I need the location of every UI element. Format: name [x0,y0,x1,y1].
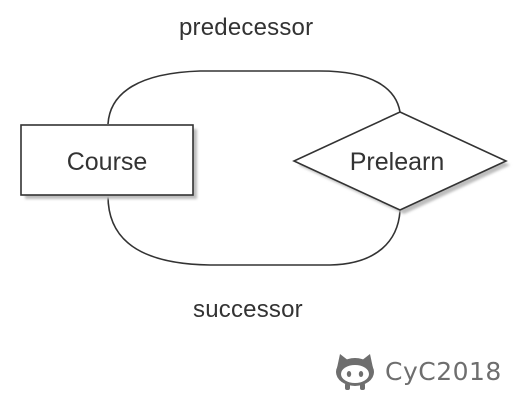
predecessor-edge [107,70,401,125]
watermark-text: CyC2018 [385,356,502,386]
course-entity [20,124,194,196]
prelearn-relationship [292,111,508,211]
prelearn-relationship-label: Prelearn [350,148,445,176]
octocat-icon [336,354,374,390]
predecessor-label: predecessor [179,14,314,41]
watermark: CyC2018 [333,351,502,391]
course-entity-label: Course [67,148,148,176]
successor-label: successor [193,296,303,323]
successor-edge [107,195,401,266]
